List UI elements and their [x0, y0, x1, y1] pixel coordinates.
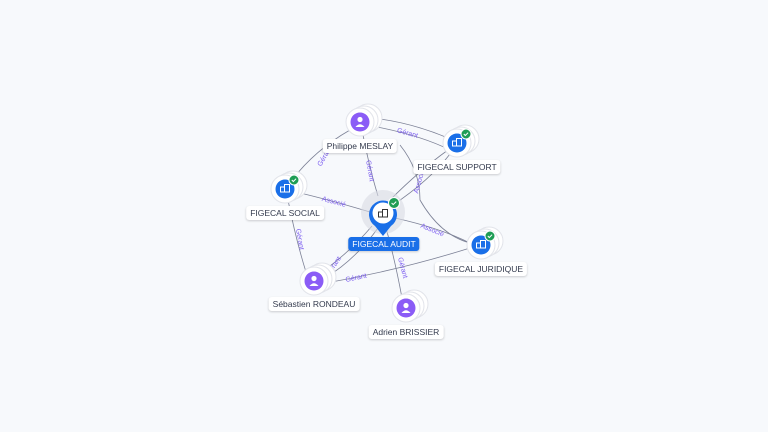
building-icon — [452, 138, 462, 147]
person-icon — [309, 275, 319, 286]
node-label-rondeau[interactable]: Sébastien RONDEAU — [268, 297, 360, 311]
node-label-meslay[interactable]: Philippe MESLAY — [322, 139, 398, 153]
edge-label: Gérant — [364, 160, 375, 182]
edge-label: Associé — [419, 223, 444, 239]
edge-label: Gérant — [294, 228, 305, 250]
verified-check-icon — [288, 174, 300, 186]
verified-check-icon — [484, 230, 496, 242]
verified-check-icon — [460, 128, 472, 140]
edge-label: Gérant — [396, 127, 419, 139]
building-icon — [280, 184, 290, 193]
edge-label: Gérant — [345, 273, 367, 284]
building-icon — [476, 240, 486, 249]
node-audit-center[interactable] — [361, 190, 405, 236]
node-label-audit[interactable]: FIGECAL AUDIT — [348, 237, 420, 251]
edge-meslay-juridique — [399, 144, 471, 244]
node-label-social[interactable]: FIGECAL SOCIAL — [246, 206, 324, 220]
person-icon — [401, 302, 411, 313]
edge-rondeau-juridique — [325, 247, 471, 284]
edge-brissier-audit — [385, 227, 403, 299]
node-label-support[interactable]: FIGECAL SUPPORT — [413, 160, 501, 174]
node-brissier[interactable] — [391, 289, 429, 323]
node-label-brissier[interactable]: Adrien BRISSIER — [368, 325, 444, 339]
person-icon — [355, 116, 365, 127]
node-juridique[interactable] — [466, 226, 504, 260]
verified-check-icon — [388, 197, 400, 209]
edge-label: Associé — [321, 196, 347, 209]
node-rondeau[interactable] — [299, 262, 337, 296]
node-support[interactable] — [442, 124, 480, 158]
node-social[interactable] — [270, 170, 308, 204]
node-label-juridique[interactable]: FIGECAL JURIDIQUE — [434, 262, 528, 276]
building-icon — [378, 209, 388, 218]
node-meslay[interactable] — [345, 103, 383, 137]
